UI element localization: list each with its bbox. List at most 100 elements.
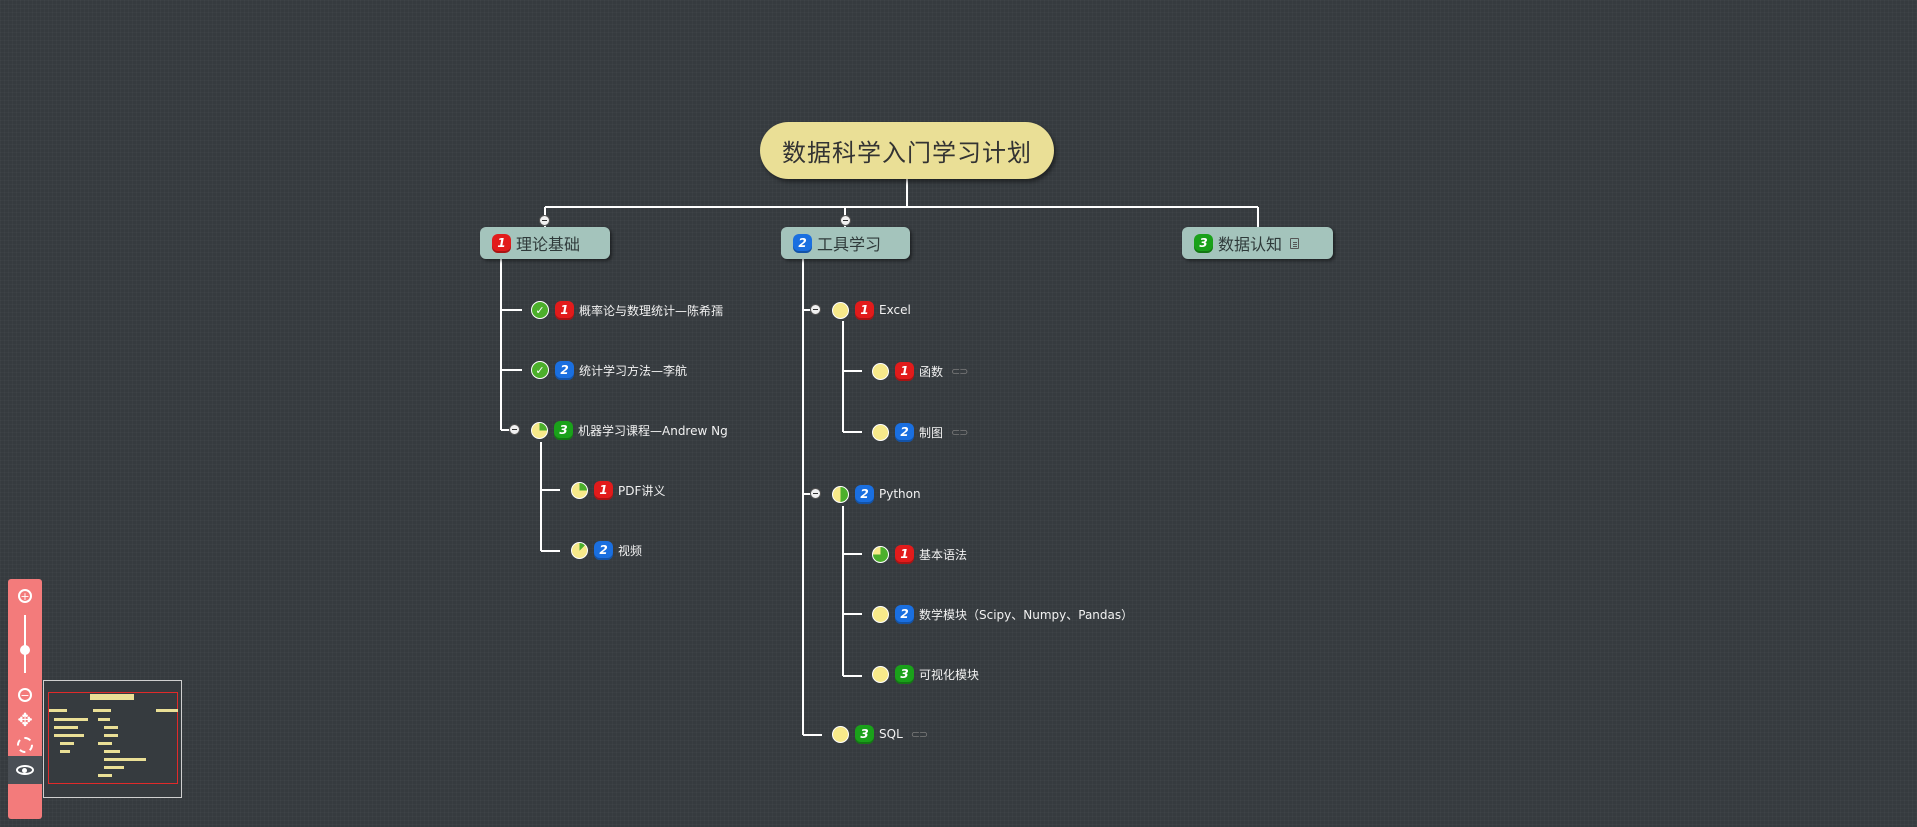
progress-icon <box>872 605 889 623</box>
topic-math-modules[interactable]: 2 数学模块（Scipy、Numpy、Pandas） <box>872 603 1133 625</box>
minimap-node <box>60 742 74 745</box>
minimap-node <box>98 718 110 721</box>
minimap-node <box>49 709 67 712</box>
zoom-in-icon[interactable]: + <box>16 587 34 605</box>
priority-1-icon: 1 <box>555 300 574 320</box>
minimap-node <box>93 709 111 712</box>
priority-2-icon: 2 <box>855 484 874 504</box>
progress-icon <box>531 421 548 439</box>
topic-label: 可视化模块 <box>919 667 980 682</box>
minimap-node <box>104 734 118 737</box>
topic-python[interactable]: 2 Python <box>832 483 921 505</box>
priority-3-icon: 3 <box>895 664 914 684</box>
priority-1-icon: 1 <box>594 480 613 500</box>
progress-icon <box>571 541 588 559</box>
collapse-button-python[interactable] <box>810 488 821 499</box>
priority-1-icon: 1 <box>895 361 914 381</box>
link-icon[interactable]: ⊂⊃ <box>951 425 968 439</box>
topic-label: 理论基础 <box>516 235 581 254</box>
move-icon[interactable]: ✥ <box>17 709 33 731</box>
topic-label: 数学模块（Scipy、Numpy、Pandas） <box>919 607 1134 622</box>
priority-2-icon: 2 <box>895 604 914 624</box>
topic-label: 视频 <box>618 543 643 558</box>
collapse-button-tools[interactable] <box>840 215 851 226</box>
topic-label: 数据认知 <box>1218 235 1283 254</box>
collapse-button-theory[interactable] <box>539 215 550 226</box>
root-topic[interactable]: 数据科学入门学习计划 <box>760 122 1054 179</box>
topic-excel[interactable]: 1 Excel <box>832 299 911 321</box>
priority-1-icon: 1 <box>492 233 511 253</box>
zoom-slider-track[interactable] <box>24 615 26 673</box>
topic-label: 函数 <box>919 364 944 379</box>
topic-theory[interactable]: 1 理论基础 <box>480 227 610 259</box>
minimap-node <box>104 766 124 769</box>
check-icon: ✓ <box>531 301 549 319</box>
minimap-node <box>54 726 78 729</box>
check-icon: ✓ <box>531 361 549 379</box>
minimap-node <box>90 694 134 700</box>
locate-icon[interactable] <box>16 736 34 754</box>
progress-icon <box>832 485 849 503</box>
topic-basic-syntax[interactable]: 1 基本语法 <box>872 543 967 565</box>
progress-icon <box>872 423 889 441</box>
progress-icon <box>571 481 588 499</box>
priority-2-icon: 2 <box>793 233 812 253</box>
navigator-viewport[interactable] <box>48 692 178 784</box>
priority-2-icon: 2 <box>555 360 574 380</box>
zoom-slider-handle[interactable] <box>20 645 30 655</box>
topic-ml-course[interactable]: 3 机器学习课程—Andrew Ng <box>531 419 728 441</box>
link-icon[interactable]: ⊂⊃ <box>910 727 928 741</box>
root-title: 数据科学入门学习计划 <box>782 139 1032 167</box>
topic-label: Python <box>879 487 921 501</box>
topic-probability[interactable]: ✓ 1 概率论与数理统计—陈希孺 <box>531 299 723 321</box>
topic-data-cognition[interactable]: 3 数据认知 <box>1182 227 1333 259</box>
topic-label: SQL <box>879 727 903 741</box>
navigator-minimap[interactable] <box>43 680 182 798</box>
topic-pdf-notes[interactable]: 1 PDF讲义 <box>571 479 665 501</box>
topic-sql[interactable]: 3 SQL ⊂⊃ <box>832 723 928 745</box>
collapse-button-excel[interactable] <box>810 304 821 315</box>
topic-statistical-learning[interactable]: ✓ 2 统计学习方法—李航 <box>531 359 687 381</box>
zoom-toolbar: + − ✥ <box>8 579 42 819</box>
topic-label: 基本语法 <box>919 547 968 562</box>
minimap-node <box>54 718 88 721</box>
minimap-node <box>98 774 112 777</box>
topic-label: Excel <box>879 303 911 317</box>
priority-2-icon: 2 <box>594 540 613 560</box>
minimap-node <box>60 750 70 753</box>
minimap-node <box>104 750 120 753</box>
progress-icon <box>872 362 889 380</box>
topic-tools[interactable]: 2 工具学习 <box>781 227 910 259</box>
priority-2-icon: 2 <box>895 422 914 442</box>
topic-label: 制图 <box>919 425 944 440</box>
priority-3-icon: 3 <box>855 724 874 744</box>
minimap-node <box>104 726 118 729</box>
collapse-button-ml-course[interactable] <box>509 424 520 435</box>
minimap-node <box>156 709 178 712</box>
topic-video[interactable]: 2 视频 <box>571 539 642 561</box>
note-icon[interactable] <box>1290 237 1300 249</box>
navigator-toggle-button[interactable] <box>8 756 42 784</box>
progress-icon <box>832 725 849 743</box>
topic-charting[interactable]: 2 制图 ⊂⊃ <box>872 421 968 443</box>
topic-label: 概率论与数理统计—陈希孺 <box>579 303 724 318</box>
progress-icon <box>832 301 849 319</box>
priority-3-icon: 3 <box>554 420 573 440</box>
topic-label: PDF讲义 <box>618 483 666 498</box>
link-icon[interactable]: ⊂⊃ <box>951 364 968 378</box>
progress-icon <box>872 665 889 683</box>
priority-1-icon: 1 <box>895 544 914 564</box>
topic-functions[interactable]: 1 函数 ⊂⊃ <box>872 360 968 382</box>
priority-3-icon: 3 <box>1194 233 1213 253</box>
topic-visualization[interactable]: 3 可视化模块 <box>872 663 979 685</box>
topic-label: 统计学习方法—李航 <box>579 363 688 378</box>
minimap-node <box>54 734 84 737</box>
progress-icon <box>872 545 889 563</box>
topic-label: 机器学习课程—Andrew Ng <box>578 423 728 438</box>
minimap-node <box>104 758 146 761</box>
eye-icon <box>16 761 34 779</box>
zoom-out-icon[interactable]: − <box>16 686 34 704</box>
minimap-node <box>98 742 112 745</box>
